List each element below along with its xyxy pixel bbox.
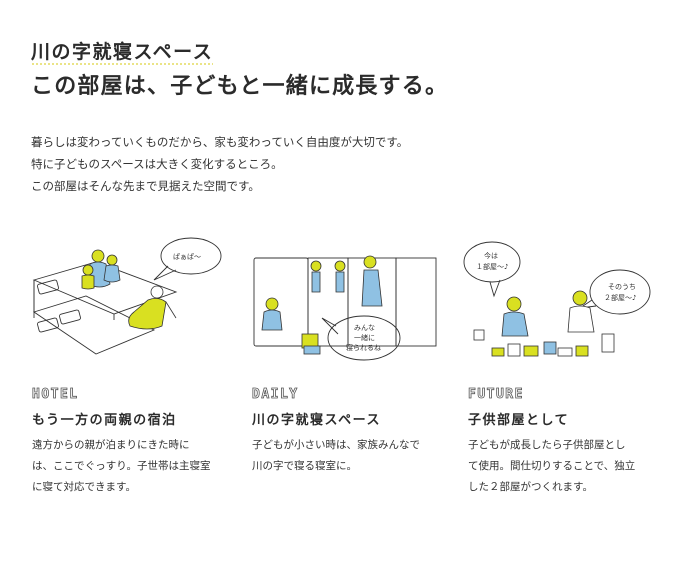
body-line: 川の字で寝る寝室に。 bbox=[252, 460, 357, 472]
column-title: もう一方の両親の宿泊 bbox=[32, 413, 177, 428]
intro-line: この部屋はそんな先まで見据えた空間です。 bbox=[31, 179, 260, 193]
bubble-text: そのうち bbox=[608, 283, 636, 291]
body-line: 遠方からの親が泊まりにきた時に bbox=[32, 439, 190, 451]
column-title: 川の字就寝スペース bbox=[252, 413, 381, 428]
bubble-text: １部屋～♪ bbox=[476, 262, 508, 271]
intro-text: 暮らしは変わっていくものだから、家も変わっていく自由度が大切です。 特に子どもの… bbox=[31, 131, 551, 197]
bubble-text: 一緒に bbox=[354, 333, 375, 342]
column-body: 子どもが小さい時は、家族みんなで 川の字で寝る寝室に。 bbox=[252, 435, 467, 477]
body-line: 子どもが成長したら子供部屋とし bbox=[468, 439, 626, 451]
daily-illustration: みんな 一緒に 寝られるね bbox=[253, 255, 437, 361]
column-body: 子どもが成長したら子供部屋とし て使用。間仕切りすることで、独立 した２部屋がつ… bbox=[468, 435, 683, 498]
column-title: 子供部屋として bbox=[468, 413, 570, 428]
intro-line: 暮らしは変わっていくものだから、家も変わっていく自由度が大切です。 bbox=[31, 135, 409, 149]
column-future: 今は １部屋～♪ そのうち ２部屋～♪ FUTURE 子供部屋として 子どもが成… bbox=[462, 222, 677, 493]
column-daily: みんな 一緒に 寝られるね DAILY 川の字就寝スペース 子どもが小さい時は、… bbox=[246, 222, 461, 472]
bubble-text: 今は bbox=[484, 251, 498, 260]
body-line: は、ここでぐっすり。子世帯は主寝室 bbox=[32, 460, 211, 472]
column-label: DAILY bbox=[252, 387, 299, 403]
bubble-text: ２部屋～♪ bbox=[604, 293, 636, 302]
bubble-text: みんな bbox=[354, 324, 375, 332]
kicker-title: 川の字就寝スペース bbox=[31, 40, 214, 66]
column-body: 遠方からの親が泊まりにきた時に は、ここでぐっすり。子世帯は主寝室 に寝て対応で… bbox=[32, 435, 247, 498]
bubble-text: ぱぁぱ～ bbox=[173, 253, 201, 261]
column-label: FUTURE bbox=[468, 387, 524, 403]
body-line: した２部屋がつくれます。 bbox=[468, 481, 593, 493]
body-line: 子どもが小さい時は、家族みんなで bbox=[252, 439, 420, 451]
column-label: HOTEL bbox=[32, 387, 79, 403]
intro-line: 特に子どものスペースは大きく変化するところ。 bbox=[31, 157, 283, 171]
column-hotel: ぱぁぱ～ HOTEL もう一方の両親の宿泊 遠方からの親が泊まりにきた時に は、… bbox=[26, 222, 241, 493]
bubble-text: 寝られるね bbox=[346, 343, 381, 352]
body-line: に寝て対応できます。 bbox=[32, 481, 136, 493]
body-line: て使用。間仕切りすることで、独立 bbox=[468, 460, 636, 472]
hotel-illustration: ぱぁぱ～ bbox=[32, 237, 222, 355]
future-illustration: 今は １部屋～♪ そのうち ２部屋～♪ bbox=[463, 241, 651, 357]
page-headline: この部屋は、子どもと一緒に成長する。 bbox=[31, 74, 449, 99]
